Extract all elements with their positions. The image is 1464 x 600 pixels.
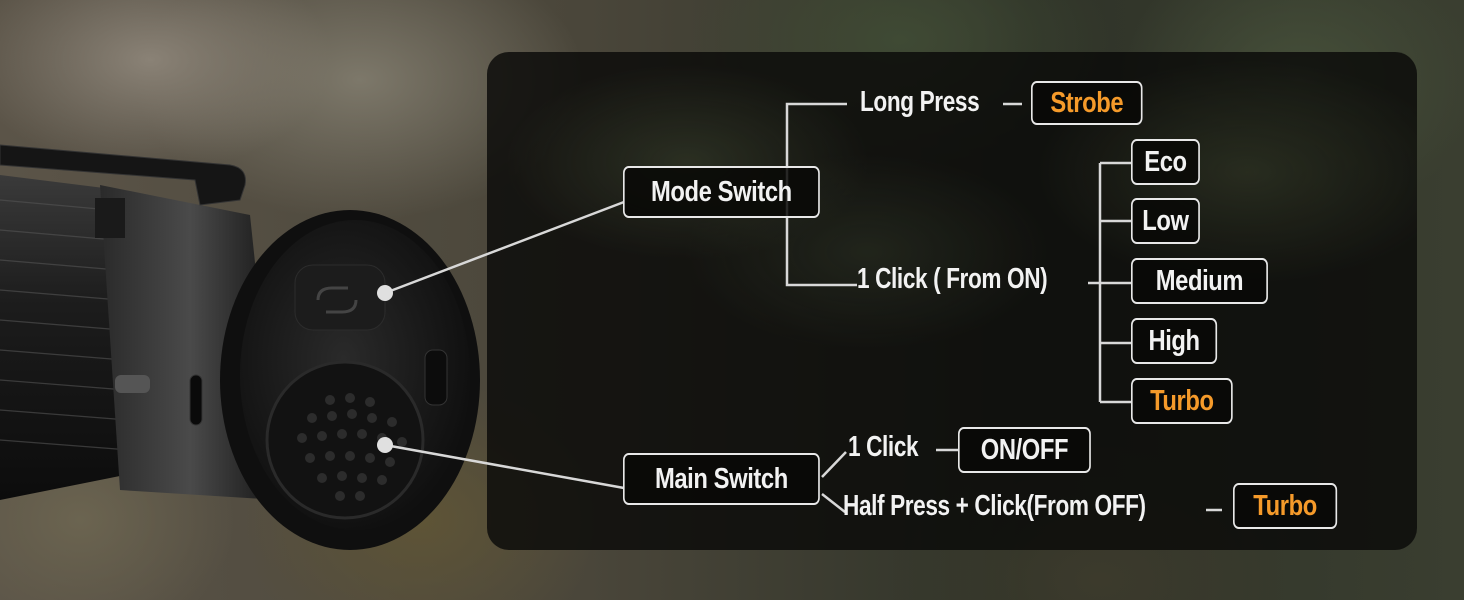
strobe-mode-badge: Strobe <box>1031 81 1143 125</box>
one-click-label: 1 Click <box>848 431 919 463</box>
on-off-badge: ON/OFF <box>958 427 1091 473</box>
main-switch-label: Main Switch <box>623 453 820 505</box>
turbo-text: Turbo <box>1150 384 1214 417</box>
eco-text: Eco <box>1144 145 1187 178</box>
mode-badge-turbo: Turbo <box>1131 378 1233 424</box>
on-off-text: ON/OFF <box>980 433 1069 466</box>
mode-switch-text: Mode Switch <box>650 175 792 208</box>
low-text: Low <box>1142 204 1189 237</box>
mode-badge-low: Low <box>1131 198 1200 244</box>
mode-badge-eco: Eco <box>1131 139 1200 185</box>
half-press-click-label: Half Press + Click(From OFF) <box>843 490 1146 522</box>
long-press-label: Long Press <box>860 86 980 118</box>
mode-badge-medium: Medium <box>1131 258 1268 304</box>
mode-badge-high: High <box>1131 318 1218 364</box>
main-switch-text: Main Switch <box>654 462 788 495</box>
turbo-shortcut-badge: Turbo <box>1233 483 1338 529</box>
flashlight-illustration <box>0 144 480 550</box>
one-click-from-on-label: 1 Click ( From ON) <box>857 263 1048 295</box>
mode-switch-label: Mode Switch <box>623 166 820 218</box>
strobe-text: Strobe <box>1050 86 1124 119</box>
medium-text: Medium <box>1155 264 1244 297</box>
high-text: High <box>1148 324 1200 357</box>
turbo-shortcut-text: Turbo <box>1253 489 1317 522</box>
